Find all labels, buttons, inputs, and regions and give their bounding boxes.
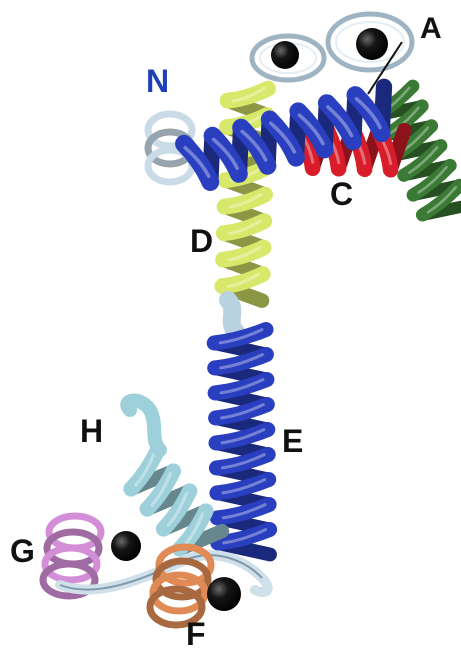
label-c: C <box>330 176 353 212</box>
central-linker <box>228 300 236 332</box>
calcium-ion-bottom-left <box>111 531 141 561</box>
h-loop <box>127 401 160 450</box>
label-d: D <box>190 223 213 259</box>
helix-e-blue <box>214 330 270 555</box>
label-h: H <box>80 413 103 449</box>
calcium-ion-bottom-right <box>207 577 241 611</box>
calcium-ion-top-right <box>356 28 388 60</box>
calcium-ion-top-left <box>271 41 299 69</box>
label-n: N <box>146 63 169 99</box>
label-f: F <box>186 616 206 652</box>
label-a: A <box>420 12 442 45</box>
label-e: E <box>282 423 303 459</box>
label-g: G <box>10 533 35 569</box>
helix-a-blue <box>184 87 384 182</box>
helix-h-lightblue <box>131 451 222 549</box>
